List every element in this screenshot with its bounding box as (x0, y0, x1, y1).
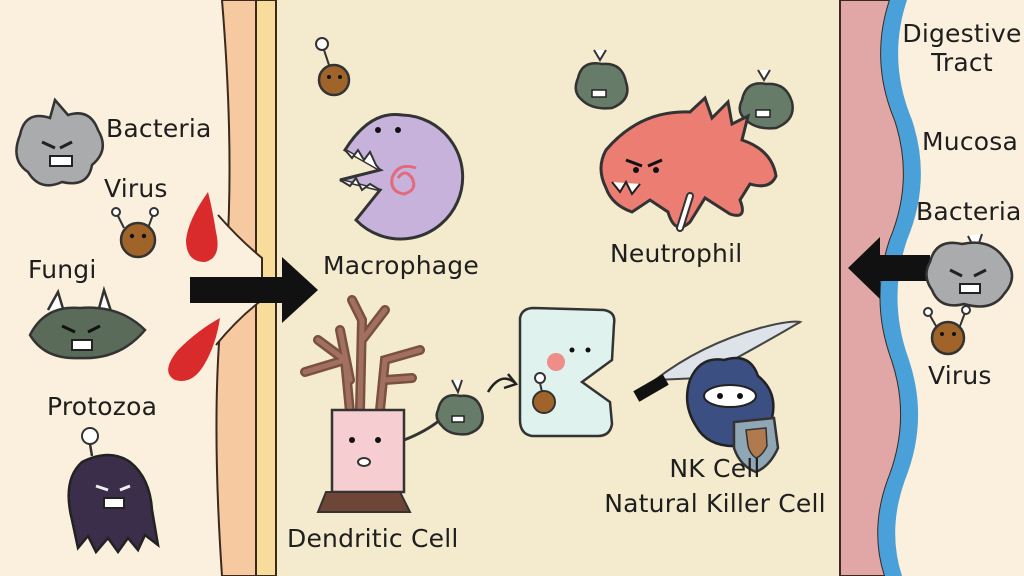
label-digestive-line1: Digestive (902, 19, 1022, 48)
label-virus-digestive: Virus (928, 361, 992, 390)
label-nk-cell: NK Cell Natural Killer Cell (600, 454, 830, 519)
nk-cell-icon (633, 320, 803, 474)
bacteria-icon (925, 233, 1014, 308)
label-neutrophil: Neutrophil (610, 239, 743, 268)
label-protozoa: Protozoa (47, 392, 158, 421)
bacteria-icon (15, 97, 105, 187)
virus-icon (315, 37, 351, 97)
virus-icon (923, 305, 971, 356)
label-mucosa: Mucosa (922, 127, 1018, 156)
entry-arrow-icon (190, 257, 318, 323)
label-fungi: Fungi (28, 255, 97, 284)
label-bacteria-outside: Bacteria (106, 114, 212, 143)
lumen-wave (878, 0, 921, 576)
presentation-arrow-icon (486, 377, 515, 393)
label-macrophage: Macrophage (323, 251, 479, 280)
label-dendritic-cell: Dendritic Cell (287, 524, 459, 553)
lymphocyte-icon (518, 306, 616, 438)
macrophage-icon (339, 112, 465, 241)
label-nk-cell-line1: NK Cell (669, 454, 761, 483)
virus-icon (111, 207, 159, 259)
label-virus-outside: Virus (104, 174, 168, 203)
dendritic-cell-icon (300, 295, 441, 513)
blood-drop-icon (186, 192, 218, 262)
fungi-icon (28, 285, 147, 360)
mucosa-entry-arrow-icon (848, 237, 930, 299)
label-digestive-line2: Tract (931, 47, 993, 77)
blood-drop-icon (168, 318, 220, 381)
protozoa-icon (67, 427, 160, 555)
label-nk-cell-line2: Natural Killer Cell (604, 488, 826, 518)
neutrophil-icon (599, 95, 778, 232)
bacteria-icon (574, 49, 629, 110)
bacteria-icon (435, 379, 484, 436)
label-digestive-tract: Digestive Tract (900, 19, 1024, 78)
label-bacteria-digestive: Bacteria (916, 197, 1022, 226)
